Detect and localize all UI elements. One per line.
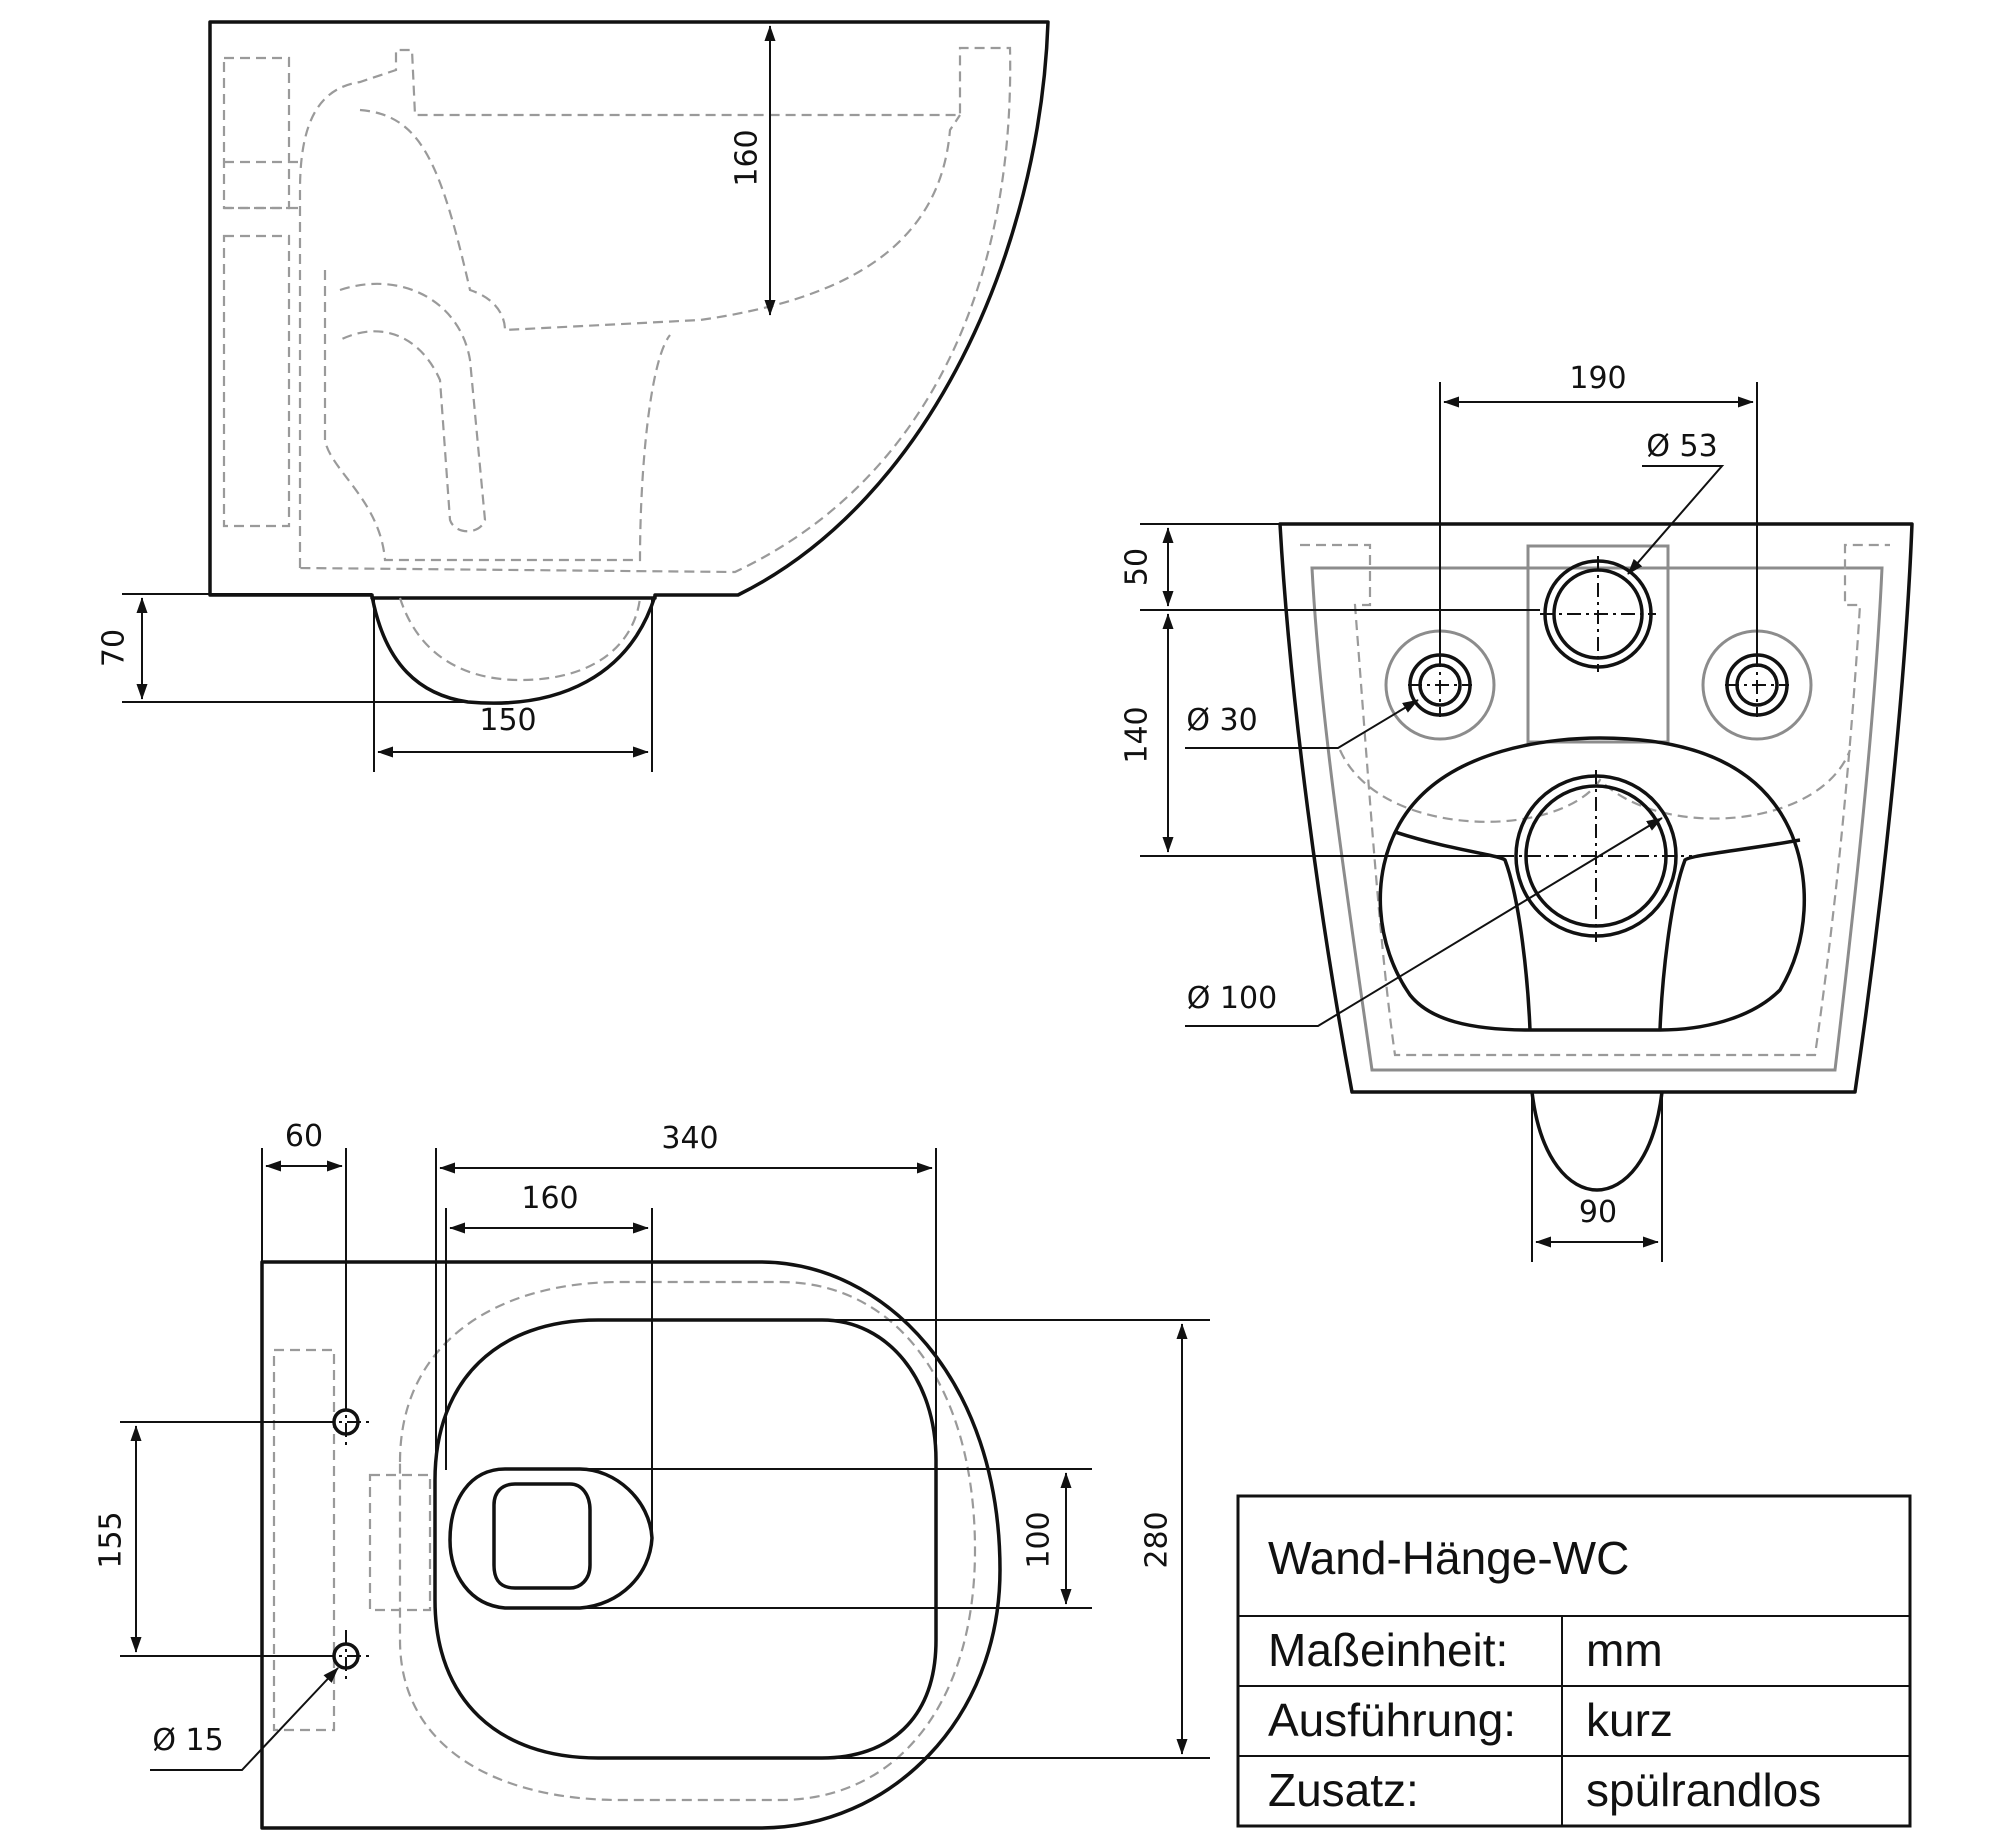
rear-outlet-centerline xyxy=(1500,770,1692,942)
leader-rear-outlet xyxy=(1185,817,1663,1027)
top-hidden-rim xyxy=(398,1280,977,1802)
top-dim-wall-offset: 60 xyxy=(285,1119,323,1154)
top-dim-hole-spacing: 155 xyxy=(94,1511,129,1568)
top-view: 60 340 160 155 100 280 Ø 15 xyxy=(94,1119,1210,1830)
rear-view-outline xyxy=(1278,522,1914,1094)
side-dim-outlet-width: 150 xyxy=(479,703,536,738)
rear-dim-top-offset: 50 xyxy=(1120,548,1155,586)
side-hidden-trap xyxy=(323,270,671,562)
side-hidden-outlet xyxy=(398,597,642,682)
rear-inner-grey-outline xyxy=(1310,566,1884,1072)
rear-bowl-outline xyxy=(1378,736,1806,1032)
rear-view: 190 Ø 53 50 140 Ø 30 Ø 100 90 xyxy=(1120,361,1914,1262)
top-hidden-bracket xyxy=(272,1348,336,1732)
title-block-title: Wand-Hänge-WC xyxy=(1268,1532,1629,1584)
rear-dim-outlet-width: 90 xyxy=(1579,1195,1617,1230)
side-view: 160 70 150 xyxy=(97,20,1050,772)
rear-hidden-bowl xyxy=(1338,749,1852,823)
top-bowl-opening xyxy=(433,1318,938,1760)
rear-spigot-outline xyxy=(1530,1091,1664,1192)
top-drain-inner xyxy=(492,1482,592,1590)
top-view-outline xyxy=(260,1260,1002,1830)
title-block-frame xyxy=(1236,1494,1912,1828)
side-view-outline xyxy=(208,20,1050,600)
top-dim-hole-diameter: Ø 15 xyxy=(152,1723,223,1758)
rear-dim-bolt-spacing: 190 xyxy=(1569,361,1626,396)
rear-dim-vertical-spacing: 140 xyxy=(1120,706,1155,763)
side-hidden-bracket-bottom xyxy=(222,234,291,528)
rear-bowl-channel xyxy=(1394,830,1801,1031)
title-block-label-unit: Maßeinheit: xyxy=(1268,1624,1508,1676)
leader-top-hole xyxy=(150,1667,339,1771)
title-block-label-extra: Zusatz: xyxy=(1268,1764,1419,1816)
rear-inlet-frame xyxy=(1526,544,1670,744)
top-dim-length: 340 xyxy=(661,1121,718,1156)
top-hole-lower-centerline xyxy=(320,1630,372,1682)
side-hidden-rim xyxy=(224,160,300,210)
title-block-value-version: kurz xyxy=(1586,1694,1673,1746)
rear-left-hole-centerline xyxy=(1408,653,1472,717)
top-dim-total-width: 280 xyxy=(1140,1511,1175,1568)
top-dim-inner-width: 100 xyxy=(1022,1511,1057,1568)
side-hidden-bracket-top xyxy=(222,56,291,210)
side-hidden-trap-inner xyxy=(339,282,487,533)
side-hidden-bowl xyxy=(359,108,961,332)
title-block: Wand-Hänge-WC Maßeinheit: mm Ausführung:… xyxy=(1236,1494,1912,1828)
rear-dim-inlet-diameter: Ø 53 xyxy=(1646,429,1717,464)
rear-hidden-inner xyxy=(1300,543,1890,1057)
title-block-label-version: Ausführung: xyxy=(1268,1694,1516,1746)
top-hidden-block xyxy=(368,1473,432,1612)
side-dim-outlet-height: 70 xyxy=(97,629,132,667)
rear-dim-outlet-diameter: Ø 100 xyxy=(1187,981,1277,1016)
title-block-value-unit: mm xyxy=(1586,1624,1663,1676)
rear-inlet-centerline xyxy=(1540,556,1656,672)
side-dim-depth: 160 xyxy=(730,129,765,186)
side-hidden-cavity xyxy=(298,46,1012,574)
rear-dim-hole-diameter: Ø 30 xyxy=(1186,703,1257,738)
side-outlet-outline xyxy=(370,595,657,705)
rear-right-hole-centerline xyxy=(1725,653,1789,717)
top-dim-bowl-depth: 160 xyxy=(521,1181,578,1216)
leader-rear-inlet xyxy=(1627,465,1725,575)
title-block-value-extra: spülrandlos xyxy=(1586,1764,1821,1816)
leader-rear-hole xyxy=(1185,699,1419,749)
